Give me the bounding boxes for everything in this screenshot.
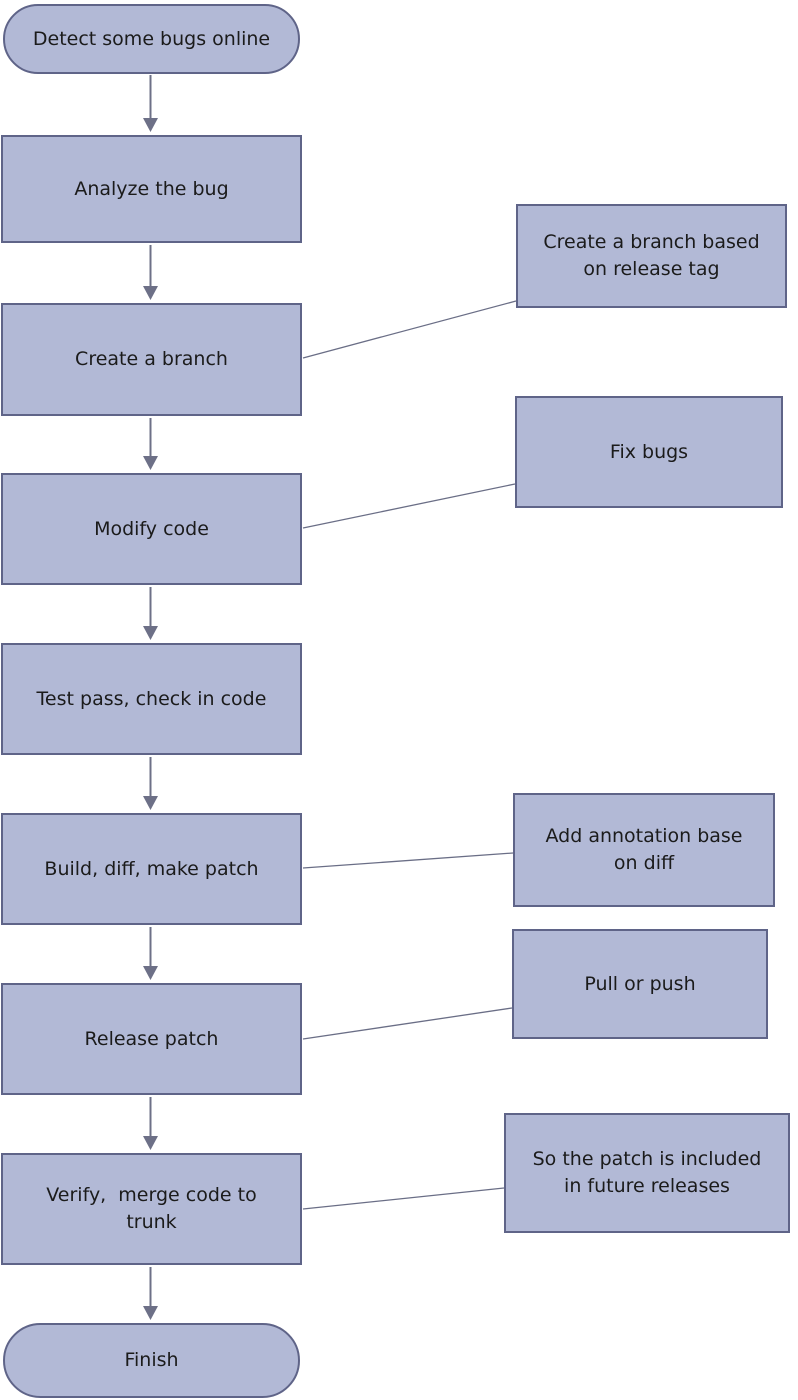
node-create-branch-label: Create a branch xyxy=(75,348,228,370)
annotation-pull-or-push: Pull or push xyxy=(512,929,768,1039)
node-analyze-bug-label: Analyze the bug xyxy=(74,177,229,200)
node-test-pass-check-in-code: Test pass, check in code xyxy=(1,643,302,755)
annotation-future-releases: So the patch is included in future relea… xyxy=(504,1113,790,1233)
node-finish: Finish xyxy=(3,1323,300,1398)
node-finish-label: Finish xyxy=(124,1349,179,1371)
arrow-build-diff-to-release-patch xyxy=(143,927,158,980)
arrow-modify-code-to-test-pass xyxy=(143,587,158,640)
arrow-start-to-analyze xyxy=(143,75,158,132)
connector-release-patch-to-pull-push-note xyxy=(302,1007,513,1040)
node-build-diff-label: Build, diff, make patch xyxy=(44,857,259,880)
node-build-diff-make-patch: Build, diff, make patch xyxy=(1,813,302,925)
annotation-add-annotation: Add annotation base on diff xyxy=(513,793,775,907)
annotation-add-annotation-label: Add annotation base on diff xyxy=(545,825,743,874)
node-release-patch: Release patch xyxy=(1,983,302,1095)
arrow-analyze-to-create-branch xyxy=(143,245,158,300)
node-start-label: Detect some bugs online xyxy=(32,27,271,50)
annotation-fix-bugs-label: Fix bugs xyxy=(609,440,689,463)
node-verify-merge-code-to-trunk: Verify, merge code to trunk xyxy=(1,1153,302,1265)
node-analyze-bug: Analyze the bug xyxy=(1,135,302,243)
arrow-release-patch-to-verify-merge xyxy=(143,1097,158,1150)
annotation-pull-or-push-label: Pull or push xyxy=(584,972,696,995)
annotation-branch-note: Create a branch based on release tag xyxy=(516,204,787,308)
arrow-verify-merge-to-finish xyxy=(143,1267,158,1320)
node-modify-code-label: Modify code xyxy=(94,517,209,540)
annotation-fix-bugs: Fix bugs xyxy=(515,396,783,508)
node-release-patch-label: Release patch xyxy=(84,1027,219,1050)
arrow-create-branch-to-modify-code xyxy=(143,418,158,470)
node-verify-merge-label: Verify, merge code to trunk xyxy=(46,1184,257,1233)
node-start: Detect some bugs online xyxy=(3,4,300,74)
annotation-branch-note-label: Create a branch based on release tag xyxy=(543,231,760,280)
connector-verify-merge-to-future-note xyxy=(302,1187,505,1210)
annotation-future-releases-label: So the patch is included in future relea… xyxy=(532,1148,762,1197)
connector-modify-code-to-fix-bugs-note xyxy=(302,483,516,529)
arrow-test-pass-to-build-diff xyxy=(143,757,158,810)
connector-create-branch-to-branch-note xyxy=(302,300,517,359)
node-create-branch: Create a branch xyxy=(1,303,302,416)
node-test-pass-label: Test pass, check in code xyxy=(36,687,267,710)
connector-build-diff-to-annotation-note xyxy=(302,852,514,869)
node-modify-code: Modify code xyxy=(1,473,302,585)
